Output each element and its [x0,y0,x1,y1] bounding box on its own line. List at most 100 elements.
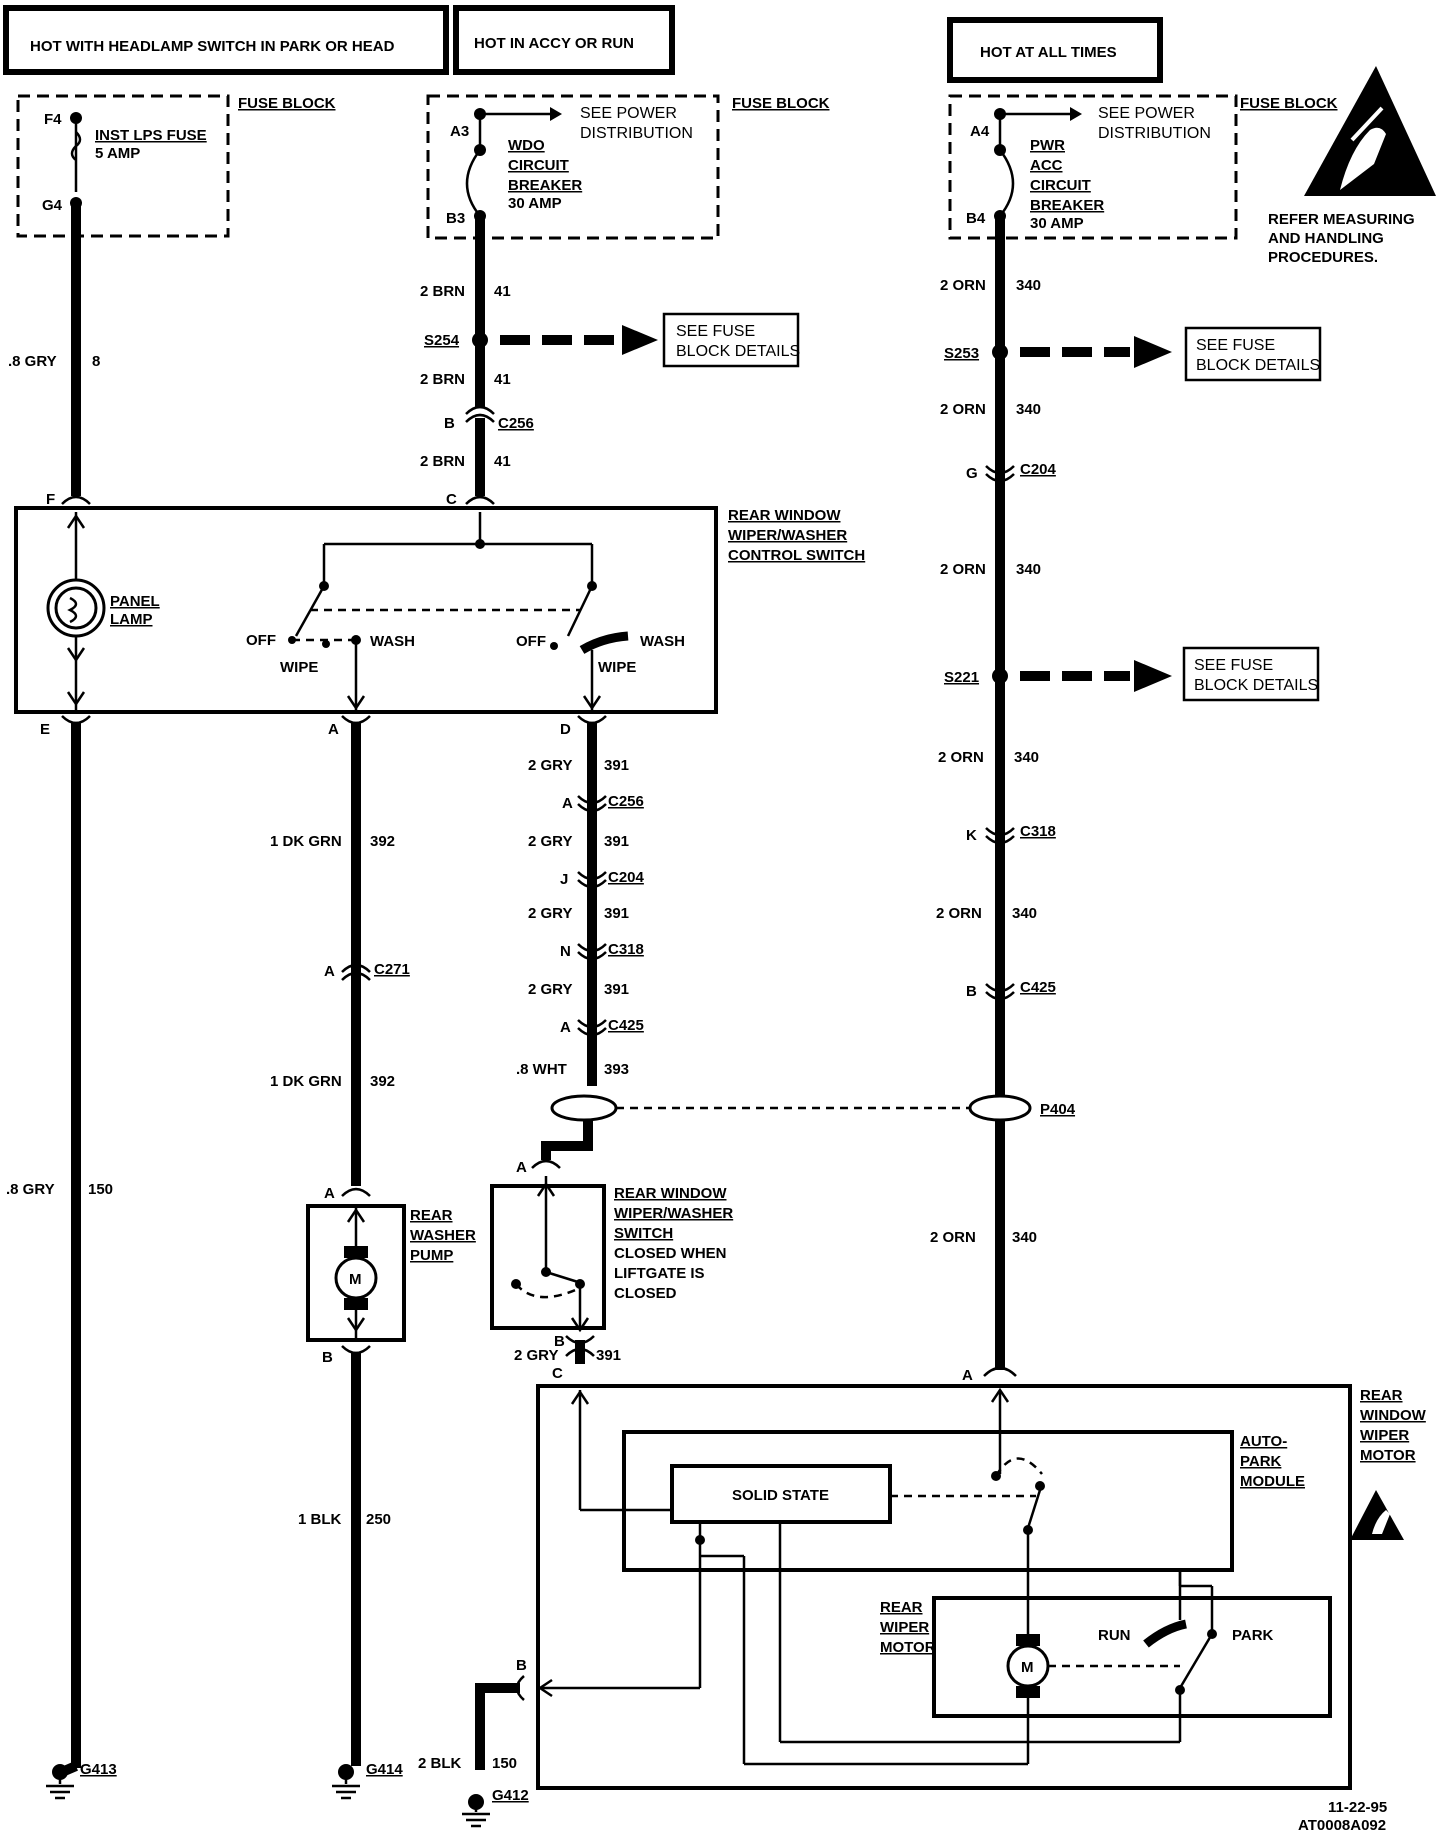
switch1-off: OFF [246,632,276,649]
wire-41c-size: 2 BRN [420,453,465,470]
fuse-right-pin-bottom: B4 [966,210,986,227]
fuse-left-rating: 5 AMP [95,145,140,162]
wire-8-size: .8 GRY [8,353,57,370]
fuse-left-name: INST LPS FUSE [95,127,207,144]
fuse-block-label-left: FUSE BLOCK [238,95,336,112]
wire-391d-circuit: 391 [604,981,629,998]
c256-mid-pin: A [562,795,573,812]
wire-150b-circuit: 150 [492,1755,517,1772]
c271-pin: A [324,963,335,980]
c256-top-pin: B [444,415,455,432]
wire-340c-circuit: 340 [1016,561,1041,578]
wire-340a-size: 2 ORN [940,277,986,294]
wire-391a-size: 2 GRY [528,757,572,774]
fuse-mid-pin-top: A3 [450,123,469,140]
switch-pin-f: F [46,491,55,508]
wire-340b-size: 2 ORN [940,401,986,418]
fuse-left-pin-top: F4 [44,111,62,128]
wire-391b-size: 2 GRY [528,833,572,850]
wire-41c-circuit: 41 [494,453,511,470]
switch-pin-a: A [328,721,339,738]
liftgate-pin-bottom: B [554,1333,565,1350]
switch2-off: OFF [516,633,546,650]
wire-340d-size: 2 ORN [938,749,984,766]
wire-392a-size: 1 DK GRN [270,833,342,850]
liftgate-pin-top: A [516,1159,527,1176]
switch1-wash: WASH [370,633,415,650]
motor-pin-b: B [516,1657,527,1674]
switch-pin-d: D [560,721,571,738]
wire-250-size: 1 BLK [298,1511,342,1528]
fuse-mid-pin-bottom: B3 [446,210,465,227]
ground-g414: G414 [332,1761,403,1800]
wire-340e-circuit: 340 [1012,905,1037,922]
c204-top-name: C204 [1020,461,1057,478]
wire-340b-circuit: 340 [1016,401,1041,418]
fuse-right-pin-top: A4 [970,123,990,140]
switch2-wipe: WIPE [598,659,636,676]
switch2-wash: WASH [640,633,685,650]
ground-g412-label: G412 [492,1787,529,1804]
c318-right-name: C318 [1020,823,1056,840]
c425-right-name: C425 [1020,979,1056,996]
fuse-mid-rating: 30 AMP [508,195,562,212]
wire-41a-circuit: 41 [494,283,511,300]
c256-top-name: C256 [498,415,534,432]
ground-g413: G413 [46,1761,117,1800]
wire-340c-size: 2 ORN [940,561,986,578]
wire-393-circuit: 393 [604,1061,629,1078]
splice-s254-label: S254 [424,332,460,349]
splice-s221-label: S221 [944,669,979,686]
wire-340f-circuit: 340 [1012,1229,1037,1246]
splice-s253 [992,344,1008,360]
footer-code: AT0008A092 [1298,1817,1386,1834]
footer-date: 11-22-95 [1328,1799,1387,1816]
header-hot-headlamp-text: HOT WITH HEADLAMP SWITCH IN PARK OR HEAD [30,38,395,55]
wiper-motor-symbol: M [1021,1659,1034,1676]
fuse-left-pin-bottom: G4 [42,197,63,214]
wire-392a-circuit: 392 [370,833,395,850]
fuse-block-left: FUSE BLOCK F4 G4 INST LPS FUSE 5 AMP [16,94,336,238]
c318-mid-pin: N [560,943,571,960]
motor-run-label: RUN [1098,1627,1131,1644]
header-hot-headlamp: HOT WITH HEADLAMP SWITCH IN PARK OR HEAD [3,5,449,75]
pump-pin-bottom: B [322,1349,333,1366]
esd-warning-icon [1304,66,1436,196]
header-hot-all: HOT AT ALL TIMES [947,17,1163,83]
c256-mid-name: C256 [608,793,644,810]
ground-g414-label: G414 [366,1761,403,1778]
wire-391d-size: 2 GRY [528,981,572,998]
switch-pin-e: E [40,721,50,738]
pump-motor-symbol: M [349,1271,362,1288]
splice-s254 [472,332,488,348]
wire-391e-size: 2 GRY [514,1347,558,1364]
wire-41a-size: 2 BRN [420,283,465,300]
c425-right-pin: B [966,983,977,1000]
splice-s253-label: S253 [944,345,979,362]
wire-392b-circuit: 392 [370,1073,395,1090]
c425-mid-pin: A [560,1019,571,1036]
c271-name: C271 [374,961,410,978]
fuse-block-label-mid: FUSE BLOCK [732,95,830,112]
wire-393-size: .8 WHT [516,1061,567,1078]
wire-340e-size: 2 ORN [936,905,982,922]
c318-mid-name: C318 [608,941,644,958]
fuse-block-label-right: FUSE BLOCK [1240,95,1338,112]
wire-41b-circuit: 41 [494,371,511,388]
